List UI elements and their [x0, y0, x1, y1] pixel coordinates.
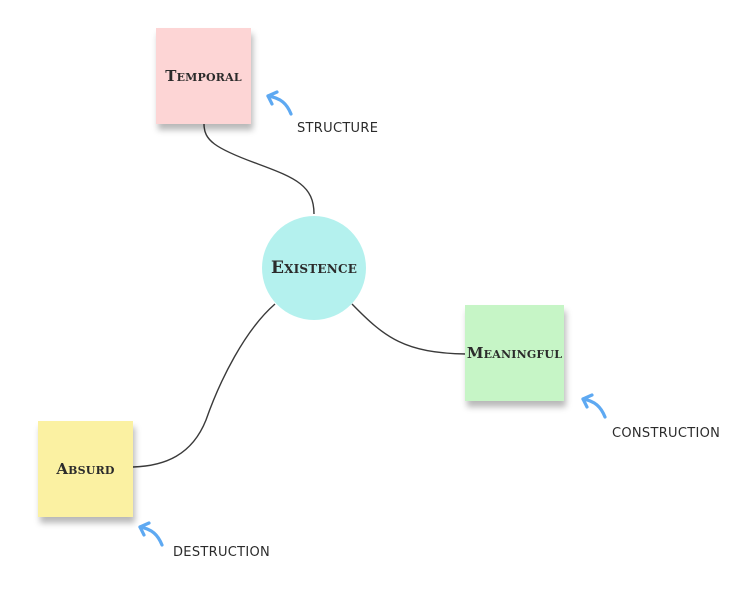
center-node-label: Existence	[270, 258, 358, 278]
annotation-destruction: DESTRUCTION	[173, 545, 271, 560]
note-temporal-label: Temporal	[165, 67, 242, 85]
note-temporal[interactable]: Temporal	[156, 28, 251, 124]
note-meaningful[interactable]: Meaningful	[465, 305, 564, 401]
destruction-arrow-icon	[138, 521, 164, 547]
note-meaningful-label: Meaningful	[466, 344, 563, 362]
center-node-existence[interactable]: Existence	[262, 216, 366, 320]
connector-existence-temporal	[203, 123, 315, 215]
annotation-construction: CONSTRUCTION	[612, 426, 721, 441]
construction-arrow-icon	[581, 393, 607, 419]
structure-arrow-icon	[266, 90, 293, 116]
connector-existence-meaningful	[351, 303, 467, 355]
note-absurd-label: Absurd	[56, 460, 115, 478]
connector-existence-absurd	[132, 303, 276, 468]
annotation-structure: STRUCTURE	[297, 121, 379, 136]
note-absurd[interactable]: Absurd	[38, 421, 133, 517]
